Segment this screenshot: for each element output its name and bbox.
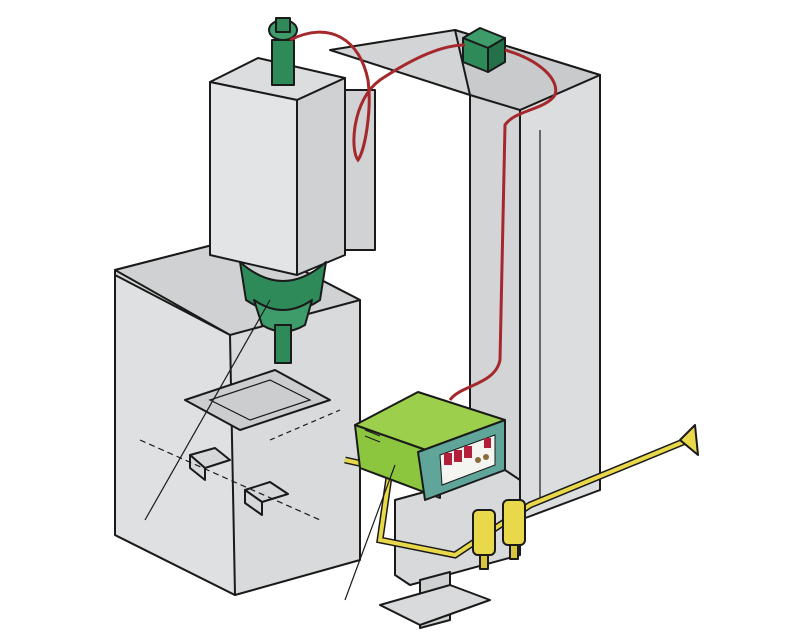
- controller-display: [444, 438, 491, 465]
- spindle-nose: [239, 261, 327, 364]
- controller-stand: [379, 469, 521, 629]
- spindle-head: [209, 57, 376, 276]
- leader-lines: [144, 299, 396, 601]
- controller-unit: [354, 391, 506, 501]
- spindle-motor: [268, 17, 298, 86]
- machine-base: [114, 237, 361, 596]
- air-filter-regulators: [472, 499, 526, 570]
- signal-cable: [289, 30, 558, 401]
- sensor-junction-box: [462, 27, 506, 73]
- machine-column: [329, 29, 601, 521]
